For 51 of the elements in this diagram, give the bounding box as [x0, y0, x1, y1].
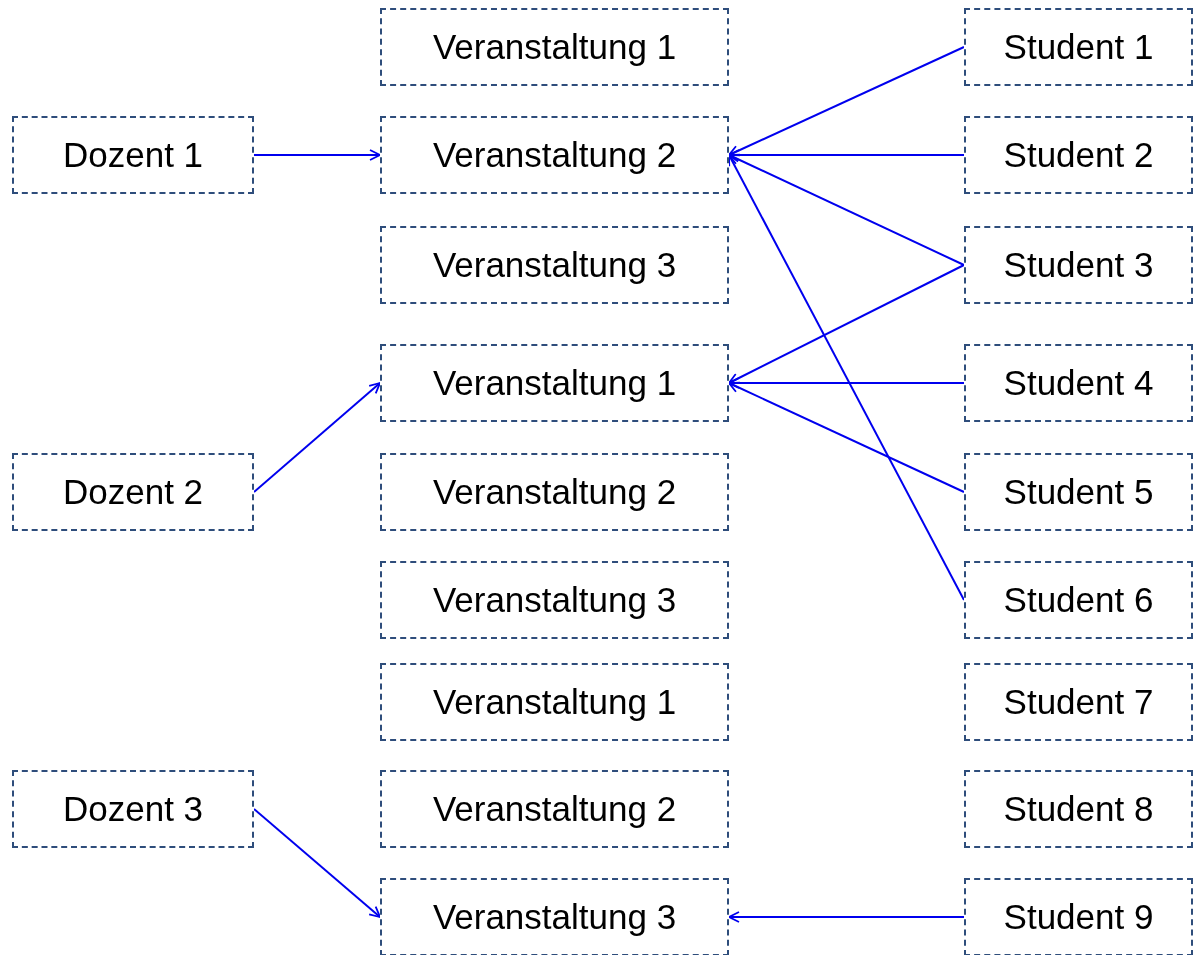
entity-box [12, 453, 254, 531]
box-label: Dozent 1 [62, 135, 204, 175]
entity-box [964, 561, 1193, 639]
arrow [253, 382, 381, 493]
entity-box [380, 116, 729, 194]
arrow [253, 149, 381, 161]
box-label: Student 3 [1003, 245, 1154, 285]
entity-box [380, 878, 729, 955]
box-label: Veranstaltung 3 [432, 897, 677, 937]
arrow [728, 381, 965, 493]
entity-box [964, 770, 1193, 848]
box-label: Student 1 [1003, 27, 1154, 67]
box-label: Veranstaltung 2 [432, 789, 677, 829]
box-label: Student 6 [1003, 580, 1154, 620]
box-label: Student 5 [1003, 472, 1154, 512]
entity-box [380, 453, 729, 531]
entity-box [380, 344, 729, 422]
arrow [728, 154, 965, 601]
arrow [253, 808, 381, 918]
box-label: Veranstaltung 2 [432, 135, 677, 175]
box-label: Student 2 [1003, 135, 1154, 175]
box-label: Dozent 3 [62, 789, 204, 829]
arrow [728, 153, 965, 266]
arrow [728, 264, 965, 384]
entity-box [964, 116, 1193, 194]
entity-box [964, 878, 1193, 955]
box-label: Veranstaltung 1 [432, 682, 677, 722]
entity-box [12, 770, 254, 848]
box-label: Dozent 2 [62, 472, 204, 512]
box-label: Veranstaltung 3 [432, 245, 677, 285]
arrow [728, 911, 965, 923]
entity-box [380, 8, 729, 86]
box-label: Veranstaltung 3 [432, 580, 677, 620]
arrow [728, 46, 965, 157]
entity-box [380, 226, 729, 304]
box-label: Veranstaltung 1 [432, 363, 677, 403]
entity-box [964, 344, 1193, 422]
entity-box [964, 8, 1193, 86]
entity-box [12, 116, 254, 194]
entity-box [380, 561, 729, 639]
box-label: Student 8 [1003, 789, 1154, 829]
entity-box [964, 663, 1193, 741]
entity-box [964, 226, 1193, 304]
entity-box [380, 770, 729, 848]
box-label: Veranstaltung 2 [432, 472, 677, 512]
box-label: Student 4 [1003, 363, 1154, 403]
box-label: Student 9 [1003, 897, 1154, 937]
entity-box [380, 663, 729, 741]
box-label: Veranstaltung 1 [432, 27, 677, 67]
box-label: Student 7 [1003, 682, 1154, 722]
entity-box [964, 453, 1193, 531]
